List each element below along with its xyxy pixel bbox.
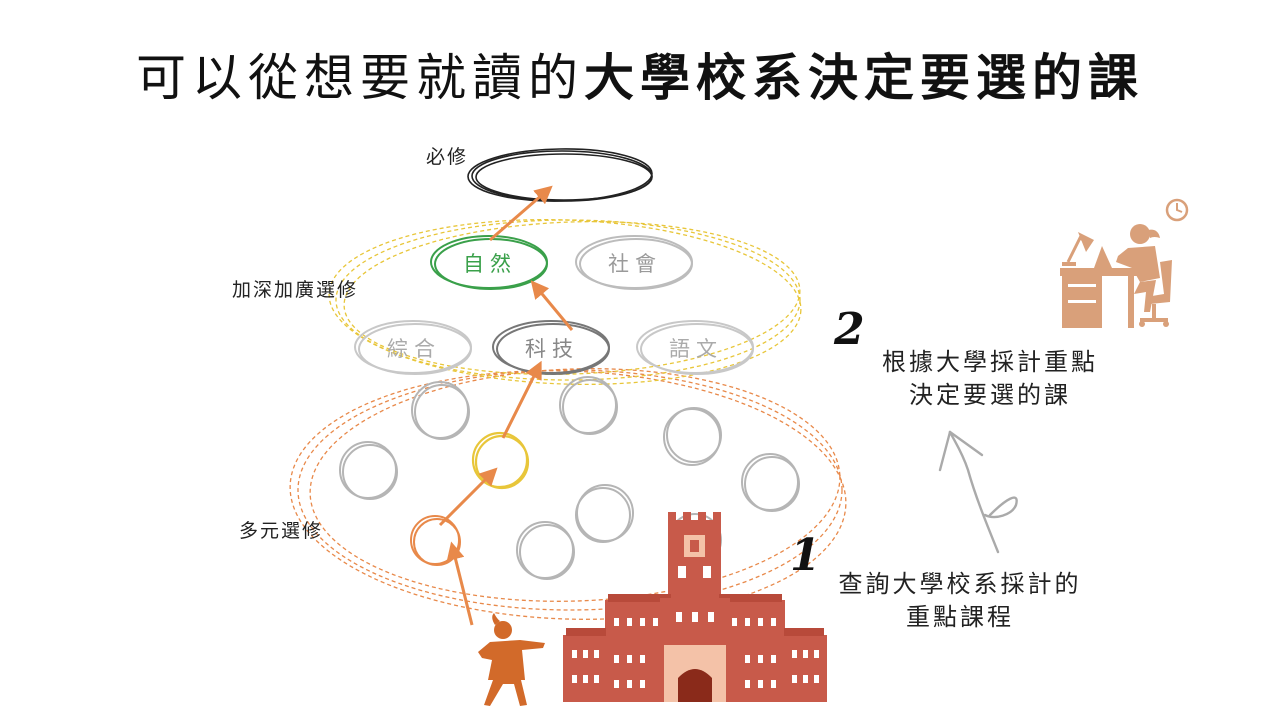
desk-worker-figure bbox=[1060, 198, 1189, 328]
subject-label-tech: 科技 bbox=[525, 337, 579, 361]
university-building bbox=[563, 512, 827, 702]
required-oval bbox=[467, 148, 653, 202]
path-arrows bbox=[438, 185, 574, 626]
diverse-electives-ring bbox=[289, 368, 847, 620]
title-part2: 大學校系決定要選的課 bbox=[584, 48, 1144, 107]
subject-oval-language bbox=[636, 320, 754, 375]
diverse-course-circles bbox=[339, 376, 800, 580]
selected-diverse-course bbox=[410, 515, 461, 566]
step-1-text: 查詢大學校系採計的 重點課程 bbox=[810, 568, 1110, 634]
diverse-level-label: 多元選修 bbox=[239, 520, 324, 542]
page-title: 可以從想要就讀的大學校系決定要選的課 bbox=[0, 38, 1280, 110]
subject-label-language: 語文 bbox=[669, 337, 723, 361]
step-2-line1: 根據大學採計重點 bbox=[882, 348, 1098, 376]
step-2-number: 2 bbox=[834, 304, 865, 355]
advanced-level-label: 加深加廣選修 bbox=[232, 279, 359, 301]
required-level-label: 必修 bbox=[426, 146, 469, 168]
subject-oval-social bbox=[575, 235, 693, 290]
subject-oval-tech bbox=[492, 320, 610, 375]
step-connector-arrow bbox=[938, 430, 1018, 554]
step-1-line1: 查詢大學校系採計的 bbox=[838, 570, 1082, 598]
subject-oval-integrated bbox=[354, 320, 472, 375]
subject-label-nature: 自然 bbox=[463, 252, 517, 276]
step-2-line2: 決定要選的課 bbox=[909, 381, 1071, 409]
step-2-text: 根據大學採計重點 決定要選的課 bbox=[850, 346, 1130, 412]
subject-label-integrated: 綜合 bbox=[387, 337, 441, 361]
subject-label-social: 社會 bbox=[608, 252, 662, 276]
student-figure bbox=[478, 613, 545, 706]
selected-advanced-path-course bbox=[471, 431, 530, 490]
advanced-electives-ring bbox=[328, 218, 802, 386]
title-part1: 可以從想要就讀的 bbox=[136, 49, 584, 107]
step-1-number: 1 bbox=[790, 530, 821, 581]
step-1-line2: 重點課程 bbox=[906, 603, 1014, 631]
